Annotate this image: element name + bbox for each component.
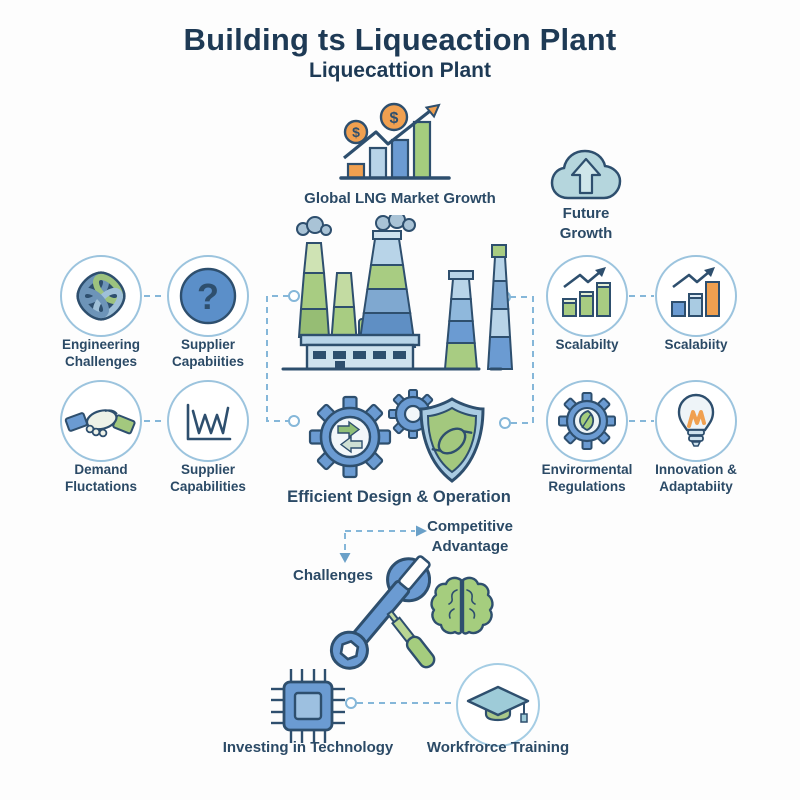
- handshake-icon: [60, 380, 142, 462]
- eco-gear-leaf-icon: [546, 380, 628, 462]
- market-growth-label: Global LNG Market Growth: [304, 190, 496, 207]
- right-node-label-4: Innovation & Adaptabiity: [655, 462, 737, 495]
- svg-text:$: $: [352, 124, 360, 140]
- svg-text:$: $: [390, 110, 399, 127]
- svg-text:?: ?: [197, 276, 219, 317]
- left-node-label-3: Demand Fluctations: [64, 462, 137, 495]
- brain: [430, 576, 494, 635]
- right-node-label-2: Scalabiity: [664, 337, 728, 352]
- microchip-icon: [271, 669, 345, 743]
- bottom-node-label-1: Investing in Technology: [222, 739, 394, 756]
- main-stack: [357, 230, 417, 348]
- left-node-label-2: Supplier Capabiities: [171, 337, 245, 370]
- page-title: Building ts Liqueaction Plant: [183, 22, 617, 57]
- right-node-label-3: Envirormental Regulations: [541, 462, 633, 495]
- question-mark-icon: ?: [167, 255, 249, 337]
- challenges-label: Challenges: [292, 567, 374, 584]
- cycle-arrow-right: [337, 420, 361, 439]
- operation-label: Efficient Design & Operation: [287, 488, 511, 506]
- shield-swirl: [431, 427, 473, 455]
- future-growth-label: Future Growth: [559, 205, 613, 243]
- screwdriver: [386, 609, 436, 669]
- big-gear: [308, 395, 392, 479]
- stack-thin: [486, 244, 514, 370]
- filament: [687, 410, 706, 428]
- line-graph-icon: [167, 380, 249, 462]
- knot-icon: [60, 255, 142, 337]
- page-subtitle: Liquecattion Plant: [308, 59, 492, 82]
- node-dot: [499, 417, 511, 429]
- left-node-label-4: Supplier Capabilities: [170, 462, 246, 495]
- grad-cap: [466, 685, 530, 723]
- graduation-cap-icon: [456, 663, 540, 747]
- growth-bars-orange-icon: [655, 255, 737, 337]
- right-node-label-1: Scalabilty: [555, 337, 619, 352]
- stack-blue: [443, 270, 479, 370]
- building-windows: [313, 351, 406, 369]
- growth-bars-green-icon: [546, 255, 628, 337]
- bottom-node-label-2: Workfrorce Training: [426, 739, 570, 756]
- bar-chart-dollar-growth-icon: $ $: [339, 102, 451, 180]
- cloud-up-arrow-icon: [550, 149, 622, 200]
- factory-icon: [281, 215, 514, 371]
- smoke-puffs: [296, 215, 416, 236]
- cycle-arrow-left: [339, 435, 363, 454]
- lightbulb-icon: [655, 380, 737, 462]
- competitive-advantage-label: Competitive Advantage: [427, 518, 513, 556]
- left-node-label-1: Engineering Challenges: [61, 337, 140, 370]
- gears-shield-icon: [308, 389, 485, 483]
- chip-pins: [271, 669, 345, 743]
- protection-shield: [419, 397, 485, 483]
- eco-gear: [558, 392, 616, 450]
- wrench-screwdriver-brain-icon: [329, 555, 494, 670]
- wrench: [329, 555, 432, 670]
- cooling-tower-green: [297, 242, 331, 338]
